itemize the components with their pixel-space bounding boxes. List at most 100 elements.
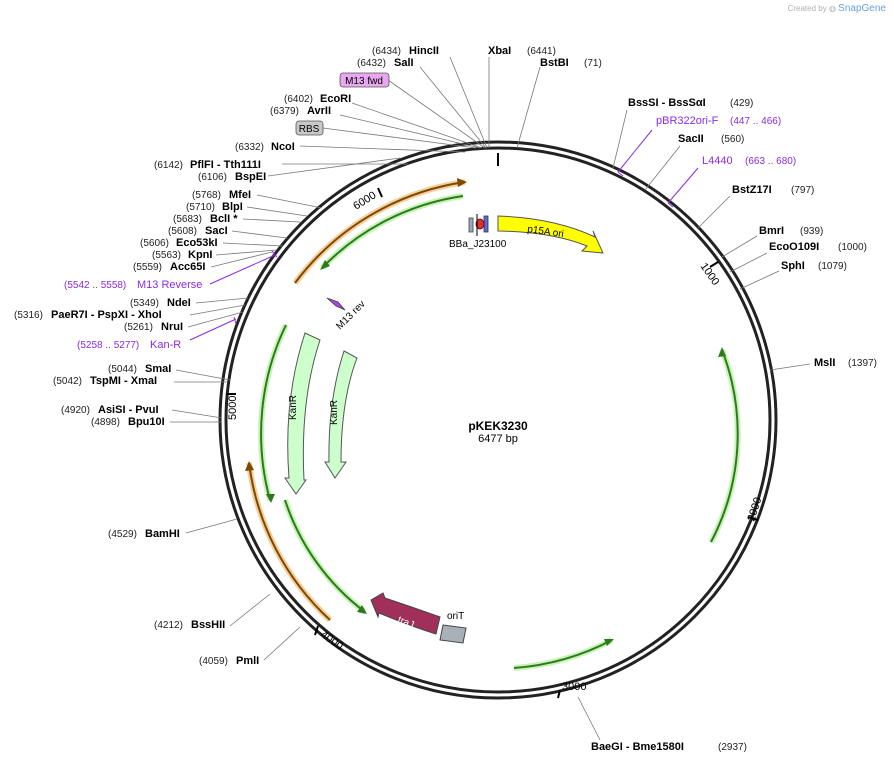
site-bspei-pos: (6106) xyxy=(198,172,227,183)
site-hincii-pos: (6434) xyxy=(372,46,401,57)
backbone-outer xyxy=(218,140,778,700)
site-paer7i-pos: (5316) xyxy=(14,310,43,321)
orf-lower-left-head xyxy=(357,605,367,614)
site-xbai-name: XbaI xyxy=(488,45,511,57)
site-eco53ki-name: Eco53kI xyxy=(176,237,218,249)
feature-m13-fwd[interactable]: M13 fwd xyxy=(339,72,390,88)
site-sphi-name: SphI xyxy=(781,260,805,272)
site-msli-pos: (1397) xyxy=(848,358,877,369)
site-tspmi-pos: (5042) xyxy=(53,376,82,387)
primer-pbr322ori-f[interactable]: pBR322ori-F (447 .. 466) xyxy=(656,115,781,127)
orit-feature: oriT xyxy=(439,611,467,644)
plasmid-length: 6477 bp xyxy=(478,433,518,445)
orf-bottom xyxy=(513,637,614,671)
orf-orange-top-line xyxy=(294,181,466,284)
site-bstz17i[interactable]: BstZ17I (797) xyxy=(732,184,814,196)
site-ncoi[interactable]: (6332) NcoI xyxy=(235,141,295,153)
site-paer7i-name: PaeR7I - PspXI - XhoI xyxy=(51,309,162,321)
primer-m13-reverse-range: (5542 .. 5558) xyxy=(64,280,126,291)
primer-l4440[interactable]: L4440 (663 .. 680) xyxy=(702,155,796,167)
site-pmli[interactable]: (4059) PmlI xyxy=(199,655,259,667)
site-paer7i[interactable]: (5316) PaeR7I - PspXI - XhoI xyxy=(14,309,162,321)
site-hincii-name: HincII xyxy=(409,45,439,57)
site-pflfi[interactable]: (6142) PflFI - Tth111I xyxy=(154,159,261,171)
site-mfei-name: MfeI xyxy=(229,189,251,201)
site-blpi[interactable]: (5710) BlpI xyxy=(186,201,243,213)
site-nrui[interactable]: (5261) NruI xyxy=(124,321,183,333)
p15a-ori-feature: p15A ori xyxy=(497,215,604,254)
site-eco53ki[interactable]: (5606) Eco53kI xyxy=(140,237,218,249)
site-bsssi-pos: (429) xyxy=(730,98,753,109)
site-bpu10i-name: Bpu10I xyxy=(128,416,165,428)
site-saci[interactable]: (5608) SacI xyxy=(168,225,228,237)
site-hincii[interactable]: (6434) HincII xyxy=(372,45,439,57)
site-ecoo109i[interactable]: EcoO109I (1000) xyxy=(769,241,867,253)
plasmid-name: pKEK3230 xyxy=(468,419,528,433)
feature-rbs[interactable]: RBS xyxy=(295,120,324,136)
site-asisi-name: AsiSI - PvuI xyxy=(98,404,159,416)
primer-pbr322ori-f-name: pBR322ori-F xyxy=(656,115,719,127)
feature-m13-fwd-label: M13 fwd xyxy=(345,76,383,87)
orf-top-left-head xyxy=(320,260,330,270)
site-sali-name: SalI xyxy=(394,57,414,69)
site-kpni[interactable]: (5563) KpnI xyxy=(152,249,212,261)
site-bsshii[interactable]: (4212) BssHII xyxy=(154,619,225,631)
primer-kan-r[interactable]: (5258 .. 5277) Kan-R xyxy=(77,339,181,351)
site-xbai[interactable]: XbaI (6441) xyxy=(488,45,556,57)
site-avrii[interactable]: (6379) AvrII xyxy=(270,105,331,117)
site-sali-pos: (6432) xyxy=(357,58,386,69)
site-pmli-pos: (4059) xyxy=(199,656,228,667)
tick-5000: 5000 xyxy=(226,393,239,420)
site-acc65i[interactable]: (5559) Acc65I xyxy=(133,261,205,273)
primer-lines xyxy=(189,129,699,341)
site-eco53ki-pos: (5606) xyxy=(140,238,169,249)
site-smai[interactable]: (5044) SmaI xyxy=(108,363,171,375)
site-bsshii-name: BssHII xyxy=(191,619,225,631)
site-avrii-name: AvrII xyxy=(307,105,331,117)
site-smai-pos: (5044) xyxy=(108,364,137,375)
site-nrui-pos: (5261) xyxy=(124,322,153,333)
site-sacii[interactable]: SacII (560) xyxy=(678,133,744,145)
kanr-inner: KanR xyxy=(324,350,358,479)
site-xbai-pos: (6441) xyxy=(527,46,556,57)
site-bmri[interactable]: BmrI (939) xyxy=(759,225,823,237)
site-bstbi[interactable]: BstBI (71) xyxy=(540,57,602,69)
site-bcli[interactable]: (5683) BclI * xyxy=(173,213,238,225)
orf-orange-top xyxy=(292,179,466,285)
site-bspei[interactable]: (6106) BspEI xyxy=(198,171,266,183)
site-sali[interactable]: (6432) SalI xyxy=(357,57,414,69)
site-sphi-pos: (1079) xyxy=(818,261,847,272)
site-ndei[interactable]: (5349) NdeI xyxy=(130,297,191,309)
site-mfei[interactable]: (5768) MfeI xyxy=(192,189,251,201)
kanr-outer: KanR xyxy=(284,332,321,495)
site-bamhi[interactable]: (4529) BamHI xyxy=(108,528,180,540)
site-nrui-name: NruI xyxy=(161,321,183,333)
orf-mid-left-head xyxy=(266,494,275,503)
site-sphi[interactable]: SphI (1079) xyxy=(781,260,847,272)
traj-feature: traJ xyxy=(370,592,441,635)
site-asisi[interactable]: (4920) AsiSI - PvuI xyxy=(61,404,159,416)
site-baegi[interactable]: BaeGI - Bme1580I (2937) xyxy=(591,741,747,753)
site-bpu10i[interactable]: (4898) Bpu10I xyxy=(91,416,165,428)
site-ecoo109i-pos: (1000) xyxy=(838,242,867,253)
site-ndei-name: NdeI xyxy=(167,297,191,309)
tick-label-6000: 6000 xyxy=(351,189,378,212)
site-ecori[interactable]: (6402) EcoRI xyxy=(284,93,351,105)
kanr-inner-label: KanR xyxy=(329,400,340,425)
site-ecori-name: EcoRI xyxy=(320,93,351,105)
site-tspmi[interactable]: (5042) TspMI - XmaI xyxy=(53,375,157,387)
site-avrii-pos: (6379) xyxy=(270,106,299,117)
leader-lines xyxy=(170,56,811,741)
site-bmri-pos: (939) xyxy=(800,226,823,237)
primer-kan-r-range: (5258 .. 5277) xyxy=(77,340,139,351)
p15a-ori-label: p15A ori xyxy=(527,224,565,240)
site-bstz17i-pos: (797) xyxy=(791,185,814,196)
orf-lower-left-line xyxy=(284,499,366,613)
site-bstbi-pos: (71) xyxy=(584,58,602,69)
primer-l4440-name: L4440 xyxy=(702,155,733,167)
site-bsssi[interactable]: BssSI - BssSαI (429) xyxy=(628,97,753,109)
site-msli[interactable]: MslI (1397) xyxy=(814,357,877,369)
primer-m13-reverse[interactable]: (5542 .. 5558) M13 Reverse xyxy=(64,279,202,291)
site-bamhi-name: BamHI xyxy=(145,528,180,540)
